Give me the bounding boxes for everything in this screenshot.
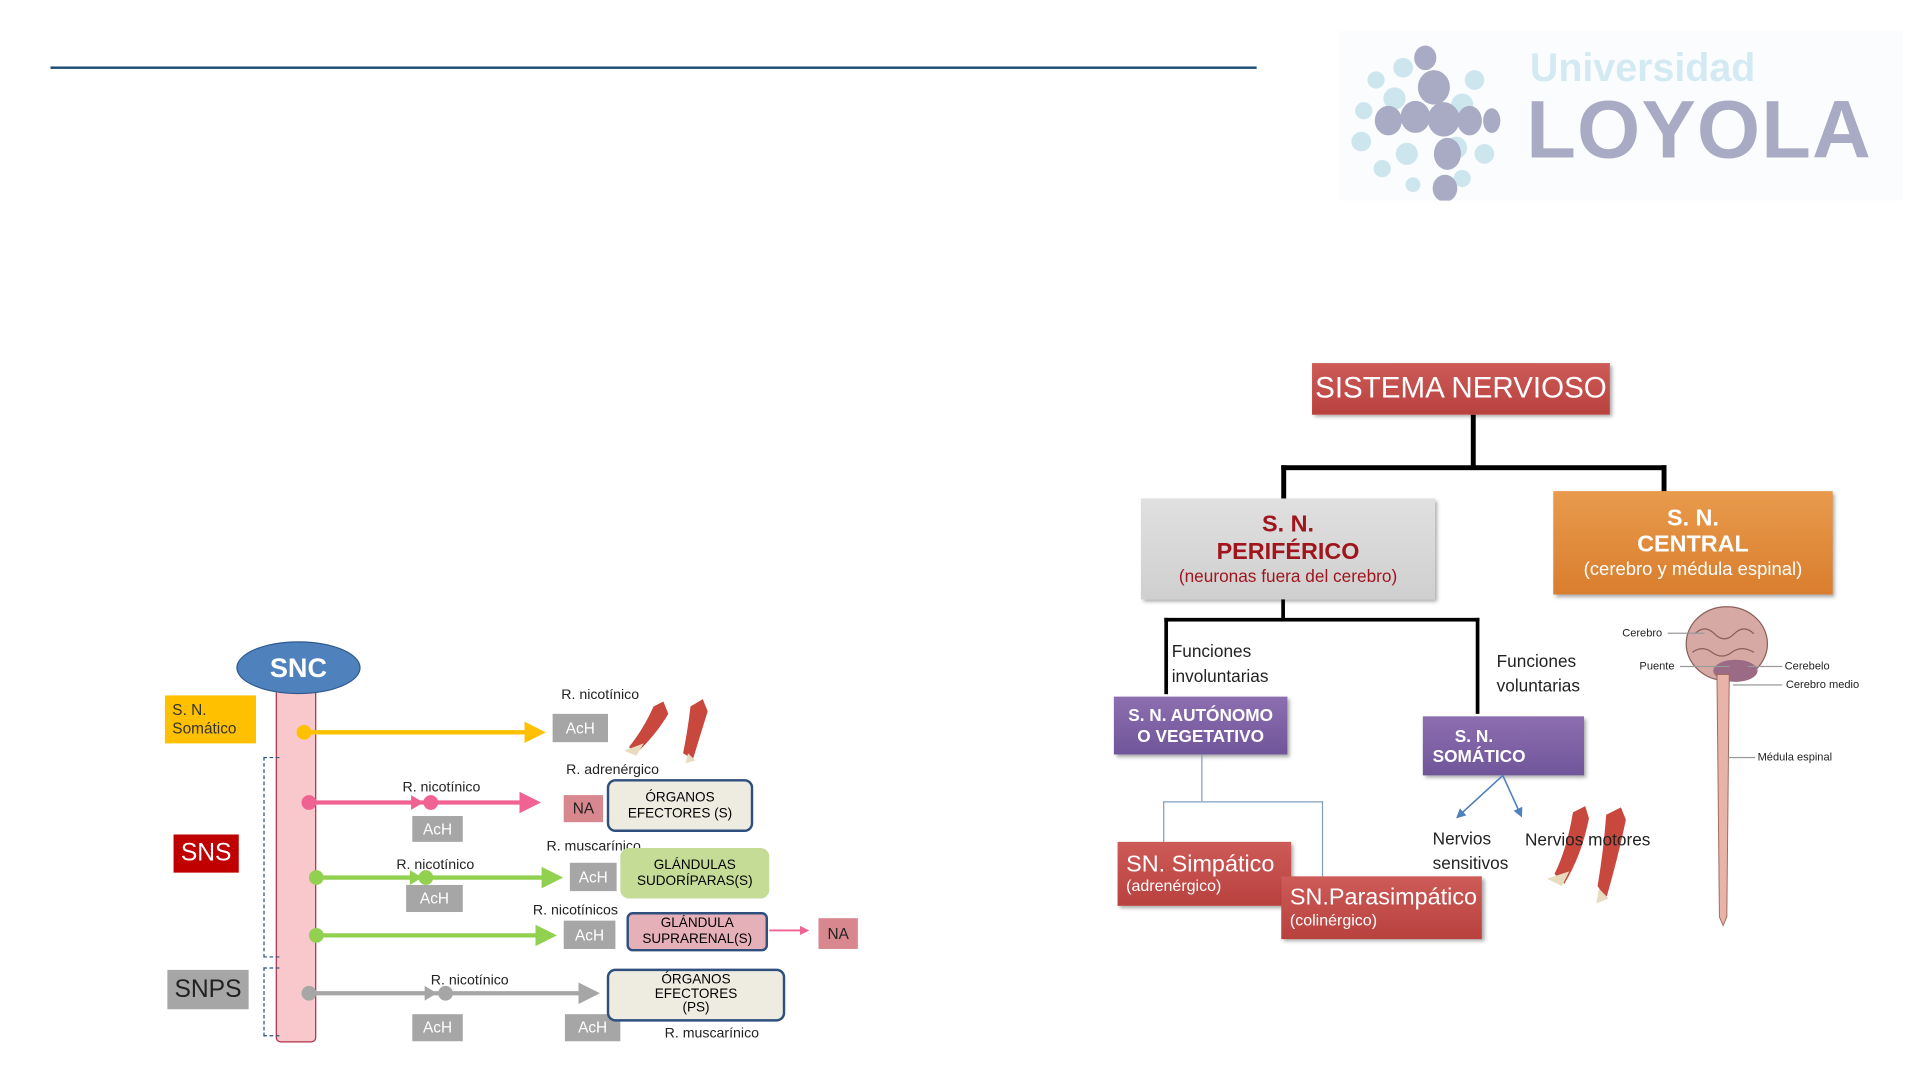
logo-loyola-text: LOYOLA [1526, 83, 1873, 175]
sns-label-text: SNS [180, 839, 232, 867]
snps-ganglion-transmitter: AcH [412, 1014, 463, 1042]
central-line1: S. N. [1666, 505, 1719, 532]
sns1-receptor: R. adrenérgico [566, 763, 660, 778]
sns2-ganglion-transmitter: AcH [406, 884, 463, 913]
sympathetic-node: SN. Simpático (adrenérgico) [1117, 841, 1292, 906]
connector [1164, 617, 1480, 622]
university-logo: Universidad LOYOLA [1339, 30, 1903, 201]
sns2-ganglion-receptor: R. nicotínico [396, 857, 475, 873]
sns2-receptor: R. muscarínico [546, 839, 641, 855]
root-node: SISTEMA NERVIOSO [1312, 363, 1610, 415]
somatic-branch-arrows [1456, 774, 1523, 819]
root-label: SISTEMA NERVIOSO [1315, 371, 1607, 406]
connector [1281, 465, 1287, 499]
sns-bracket [263, 756, 280, 958]
anatomy-leader [1747, 665, 1783, 668]
connector [1475, 617, 1480, 714]
anatomy-medula-label: Médula espinal [1757, 750, 1833, 764]
sympathetic-title: SN. Simpático [1126, 851, 1275, 878]
snps-receptor: R. muscarínico [664, 1026, 760, 1042]
sns3-receptor: R. nicotínicos [532, 903, 618, 919]
connector [1281, 465, 1667, 471]
connector [1281, 599, 1285, 621]
connector-thin [1163, 801, 1165, 842]
sns-adrenal-pathway [308, 924, 557, 947]
autonomic-line2: O VEGETATIVO [1137, 725, 1264, 746]
central-line2: CENTRAL [1637, 532, 1749, 559]
sns3-output: NA [818, 918, 858, 949]
motor-nerves-label: Nervios motores [1524, 829, 1651, 850]
snps-label-text: SNPS [174, 975, 242, 1003]
brain-spinal-cord-illustration-icon [1685, 606, 1769, 927]
connector [1164, 617, 1169, 695]
somatic-node: S. N. SOMÁTICO [1422, 716, 1585, 776]
muscle-illustration-icon [1547, 806, 1626, 904]
connector [1661, 465, 1667, 493]
sensory-nerves-label: Nervios sensitivos [1432, 828, 1509, 874]
somatic-label-box: S. N. Somático [164, 695, 257, 744]
sns-label-box: SNS [173, 834, 239, 873]
connector [1470, 414, 1476, 469]
sympathetic-sub: (adrenérgico) [1126, 876, 1222, 896]
spinal-bar [275, 689, 317, 1043]
somatic-label-text: S. N. Somático [172, 701, 237, 737]
involuntary-label: Funciones involuntarias [1171, 641, 1269, 686]
somatic-pathway [296, 721, 546, 744]
somatic-receptor-label: R. nicotínico [561, 688, 640, 703]
snps-target-box: ÓRGANOS EFECTORES (PS) [606, 968, 786, 1022]
snps-label-box: SNPS [167, 969, 249, 1010]
pathway-arrows [296, 721, 810, 1005]
snc-label: SNC [269, 652, 328, 683]
anatomy-leader [1680, 665, 1730, 668]
sns1-ganglion-receptor: R. nicotínico [402, 780, 481, 796]
peripheral-line2: PERIFÉRICO [1216, 539, 1360, 565]
parasympathetic-node: SN.Parasimpático (colinérgico) [1281, 876, 1482, 940]
logo-dots-icon [1351, 45, 1501, 201]
somatic-line1: S. N. [1454, 726, 1494, 746]
parasympathetic-title: SN.Parasimpático [1289, 885, 1478, 911]
anatomy-leader [1667, 632, 1705, 634]
peripheral-node: S. N. PERIFÉRICO (neuronas fuera del cer… [1140, 498, 1436, 600]
sns1-ganglion-transmitter: AcH [412, 816, 463, 842]
sns2-target-box: GLÁNDULAS SUDORÍPARAS(S) [620, 848, 770, 899]
sns-organ-pathway [301, 791, 541, 814]
sns3-target-box: GLÁNDULA SUPRARENAL(S) [626, 912, 769, 952]
sns1-target-box: ÓRGANOS EFECTORES (S) [606, 779, 754, 833]
sns-gland-pathway [308, 866, 564, 889]
anatomy-puente-label: Puente [1639, 659, 1675, 673]
peripheral-line1: S. N. [1262, 512, 1315, 538]
parasympathetic-sub: (colinérgico) [1289, 910, 1378, 930]
central-sub: (cerebro y médula espinal) [1583, 559, 1803, 580]
anatomy-cerebro-label: Cerebro [1622, 626, 1663, 639]
somatic-line2: SOMÁTICO [1432, 745, 1526, 766]
snps-pathway [301, 982, 601, 1005]
somatic-transmitter: AcH [552, 713, 609, 743]
connector-thin [1163, 801, 1324, 803]
logo-universidad-text: Universidad [1529, 45, 1756, 90]
autonomic-line1: S. N. AUTÓNOMO [1128, 705, 1274, 726]
anatomy-cerebelo-label: Cerebelo [1784, 659, 1830, 673]
voluntary-label: Funciones voluntarias [1496, 651, 1580, 696]
connector-thin [1321, 801, 1324, 877]
header-rule [50, 66, 1257, 69]
snps-bracket [263, 967, 280, 1037]
sns3-transmitter: AcH [563, 920, 616, 949]
snc-node: SNC [236, 641, 361, 695]
autonomic-node: S. N. AUTÓNOMO O VEGETATIVO [1113, 696, 1288, 755]
anatomy-leader [1728, 756, 1756, 759]
sns1-transmitter: NA [563, 795, 604, 823]
peripheral-sub: (neuronas fuera del cerebro) [1178, 565, 1398, 586]
anatomy-cerebro-medio-label: Cerebro medio [1785, 678, 1860, 691]
central-node: S. N. CENTRAL (cerebro y médula espinal) [1553, 491, 1833, 595]
anatomy-leader [1732, 684, 1783, 686]
sns2-transmitter: AcH [569, 862, 617, 892]
snps-ganglion-receptor: R. nicotínico [430, 973, 509, 989]
muscle-illustration-icon [624, 699, 708, 764]
connector-thin [1201, 754, 1203, 802]
